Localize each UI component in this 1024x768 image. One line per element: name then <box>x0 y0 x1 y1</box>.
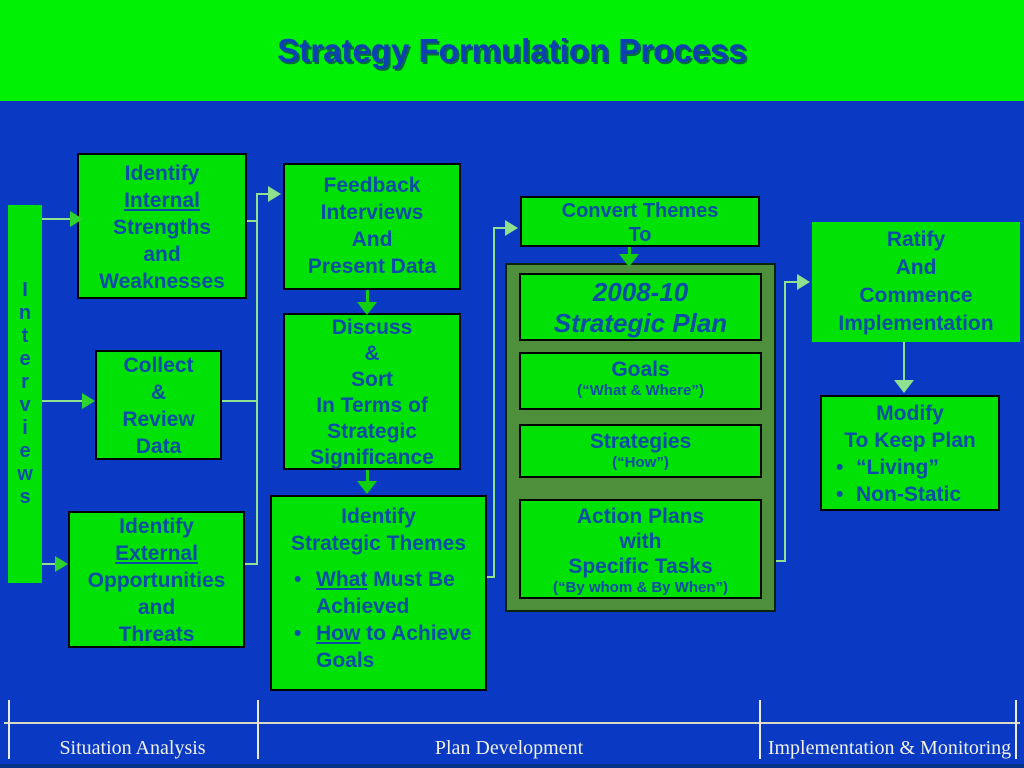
connector-ratify-modify <box>903 342 905 382</box>
bullet-icon: • <box>836 483 844 506</box>
identify-internal-underlined: Internal <box>124 189 200 212</box>
goals-box: Goals (“What & Where”) <box>519 352 762 410</box>
identify-external-underlined: External <box>115 542 198 565</box>
identify-external-line1: Identify <box>119 515 194 538</box>
convert-themes-box: Convert Themes To <box>520 196 760 247</box>
connector-collect-bus <box>222 400 258 402</box>
connector-convert-plan <box>628 247 631 256</box>
connector-interviews-internal <box>42 218 72 220</box>
footer-tick <box>759 700 761 759</box>
footer-tick <box>257 700 259 759</box>
connector-plan-ratify-vertical <box>784 281 786 562</box>
arrowhead-down-icon <box>619 254 639 267</box>
connector-plan-out <box>776 560 786 562</box>
identify-external-rest: Opportunities and Threats <box>87 569 226 646</box>
connector-interviews-external <box>42 563 57 565</box>
goals-sublabel: (“What & Where”) <box>577 382 704 399</box>
collect-review-data-text: Collect & Review Data <box>122 354 195 458</box>
title-banner: Strategy Formulation Process <box>0 0 1024 101</box>
arrowhead-right-icon <box>70 211 83 227</box>
collect-review-data-box: Collect & Review Data <box>95 350 222 460</box>
phase-plan-development: Plan Development <box>434 737 584 759</box>
footer-tick <box>1015 700 1017 759</box>
phase-implementation-monitoring: Implementation & Monitoring <box>767 737 1012 759</box>
feedback-interviews-box: Feedback Interviews And Present Data <box>283 163 461 290</box>
arrowhead-right-icon <box>505 220 518 236</box>
modify-title: Modify To Keep Plan <box>844 402 976 452</box>
modify-bullets: • “Living” • Non-Static <box>822 454 998 508</box>
strategic-themes-bullets: • What Must Be Achieved • How to Achieve… <box>272 566 485 674</box>
connector-themes-convert-horizontal <box>493 227 505 229</box>
action-plans-box: Action Plans with Specific Tasks (“By wh… <box>519 499 762 599</box>
action-plans-sublabel: (“By whom & By When”) <box>553 579 728 596</box>
goals-label: Goals <box>611 358 670 381</box>
connector-discuss-themes <box>366 470 369 482</box>
connector-plan-ratify-horizontal <box>784 281 797 283</box>
identify-internal-rest: Strengths and Weaknesses <box>99 216 225 293</box>
convert-themes-text: Convert Themes To <box>561 200 719 246</box>
arrowhead-right-icon <box>82 393 95 409</box>
arrowhead-down-icon <box>357 302 377 315</box>
strategic-plan-title: 2008-10 Strategic Plan <box>553 277 728 338</box>
list-item: • How to Achieve Goals <box>294 622 472 672</box>
modify-keep-plan-box: Modify To Keep Plan • “Living” • Non-Sta… <box>820 395 1000 511</box>
feedback-interviews-text: Feedback Interviews And Present Data <box>307 174 437 278</box>
connector-interviews-collect <box>42 400 84 402</box>
connector-bus-feedback <box>256 193 268 195</box>
footer-tick <box>8 700 10 759</box>
bottom-edge-shade <box>0 764 1024 768</box>
ratify-commence-box: Ratify And Commence Implementation <box>812 222 1020 342</box>
footer-timeline-line <box>4 722 1020 724</box>
connector-feedback-discuss <box>366 290 369 304</box>
arrowhead-right-icon <box>268 186 281 202</box>
strategies-box: Strategies (“How”) <box>519 424 762 478</box>
action-plans-label: Action Plans with Specific Tasks <box>568 505 713 578</box>
list-item: • What Must Be Achieved <box>294 568 455 618</box>
connector-bus-vertical <box>256 193 258 565</box>
identify-internal-box: Identify Internal Strengths and Weakness… <box>77 153 247 299</box>
bullet-icon: • <box>836 456 844 479</box>
arrowhead-down-icon <box>357 481 377 494</box>
strategies-label: Strategies <box>589 430 692 453</box>
connector-external-bus <box>245 563 258 565</box>
interviews-box: I n t e r v i e w s <box>8 205 42 583</box>
arrowhead-down-icon <box>894 380 914 393</box>
interviews-label: I n t e r v i e w s <box>17 279 33 508</box>
discuss-sort-text: Discuss & Sort In Terms of Strategic Sig… <box>310 316 434 469</box>
identify-strategic-themes-box: Identify Strategic Themes • What Must Be… <box>270 495 487 691</box>
connector-themes-out <box>487 576 495 578</box>
arrowhead-right-icon <box>55 556 68 572</box>
phase-situation-analysis: Situation Analysis <box>59 737 206 759</box>
identify-internal-line1: Identify <box>124 162 200 185</box>
list-item: • “Living” <box>836 456 939 479</box>
discuss-sort-box: Discuss & Sort In Terms of Strategic Sig… <box>283 313 461 470</box>
list-item: • Non-Static <box>836 483 961 506</box>
bullet-icon: • <box>294 568 302 591</box>
connector-themes-convert-vertical <box>493 228 495 578</box>
slide-title: Strategy Formulation Process <box>277 32 747 69</box>
strategic-plan-panel: 2008-10 Strategic Plan Goals (“What & Wh… <box>505 263 776 612</box>
ratify-commence-text: Ratify And Commence Implementation <box>838 228 994 335</box>
bullet-icon: • <box>294 622 302 645</box>
identify-external-box: Identify External Opportunities and Thre… <box>68 511 245 648</box>
strategic-themes-title: Identify Strategic Themes <box>290 505 467 555</box>
strategic-plan-title-box: 2008-10 Strategic Plan <box>519 273 762 341</box>
connector-internal-bus <box>247 220 258 222</box>
strategies-sublabel: (“How”) <box>612 454 669 471</box>
arrowhead-right-icon <box>797 274 810 290</box>
